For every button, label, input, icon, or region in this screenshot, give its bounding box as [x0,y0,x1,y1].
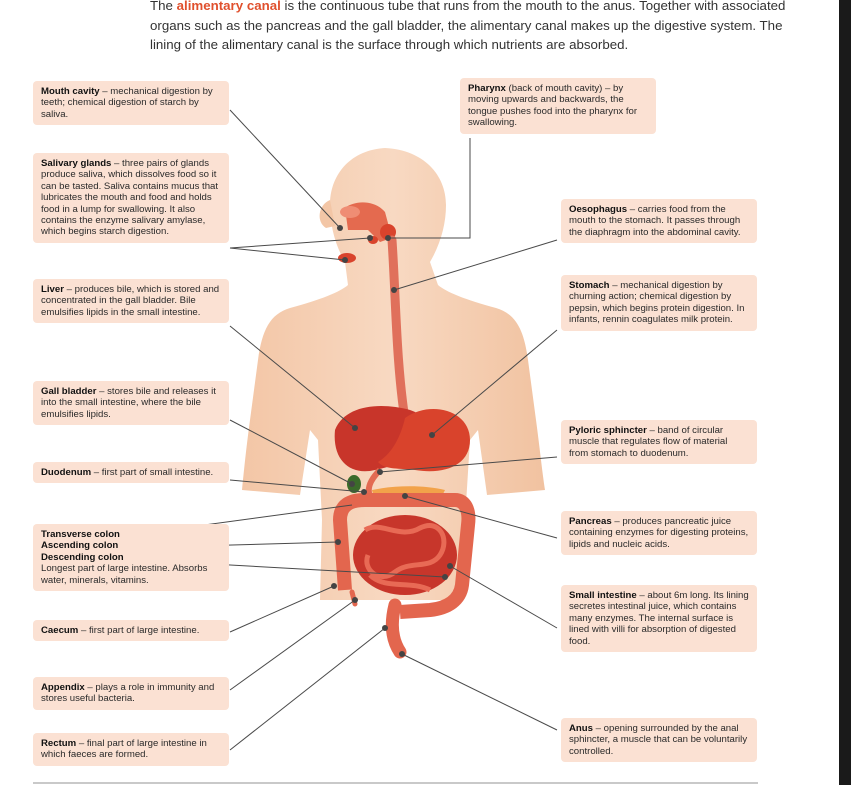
leader-oesophagus [393,239,558,291]
leader-duodenum [229,479,365,493]
leader-anus [401,653,558,731]
label-rectum: Rectum – final part of large intestine i… [33,733,229,766]
bottom-divider [33,782,758,784]
leader-appendix [229,599,356,691]
label-appendix: Appendix – plays a role in immunity and … [33,677,229,710]
oesophagus-tube [387,235,410,425]
window-edge-bar [839,0,851,785]
leader-caecum [229,585,335,633]
leader-salivary-1 [229,237,371,249]
label-mouth-cavity: Mouth cavity – mechanical digestion by t… [33,81,229,126]
intro-after: is the continuous tube that runs from th… [150,0,786,52]
colon-description: Longest part of large intestine. Absorbs… [41,563,208,586]
leader-pyloric [379,456,558,473]
leader-gall-bladder [229,419,353,485]
leader-stomach [431,329,558,436]
intro-paragraph: The alimentary canal is the continuous t… [150,0,790,55]
label-colon: Transverse colon Ascending colon Descend… [33,524,229,592]
label-oesophagus: Oesophagus – carries food from the mouth… [561,199,757,244]
label-small-intestine: Small intestine – about 6m long. Its lin… [561,585,757,653]
label-gall-bladder: Gall bladder – stores bile and releases … [33,381,229,426]
label-duodenum: Duodenum – first part of small intestine… [33,462,229,484]
label-salivary-glands: Salivary glands – three pairs of glands … [33,153,229,243]
small-intestine-coils [353,515,457,595]
term-ascending-colon: Ascending colon [41,540,119,552]
label-liver: Liver – produces bile, which is stored a… [33,279,229,324]
leader-pharynx [388,138,471,239]
leader-salivary-2 [229,247,346,261]
leader-pancreas [404,495,558,539]
leader-lines [122,109,558,751]
leader-dots [331,225,453,657]
label-pancreas: Pancreas – produces pancreatic juice con… [561,511,757,556]
rectum-shape [385,598,407,659]
mouth-pharynx-organs [338,202,396,263]
intro-before: The [150,0,177,13]
large-intestine [333,493,476,619]
intro-keyword: alimentary canal [176,0,281,13]
leader-liver [229,325,356,429]
term-transverse-colon: Transverse colon [41,529,120,540]
leader-rectum [229,627,386,751]
label-pyloric-sphincter: Pyloric sphincter – band of circular mus… [561,420,757,465]
label-pharynx: Pharynx (back of mouth cavity) – by movi… [460,78,656,134]
stomach-shape [378,409,470,472]
leader-mouth [229,109,341,229]
leader-small-intestine [449,565,558,629]
label-anus: Anus – opening surrounded by the anal sp… [561,718,757,763]
label-stomach: Stomach – mechanical digestion by churni… [561,275,757,331]
label-caecum: Caecum – first part of large intestine. [33,620,229,642]
term-descending-colon: Descending colon [41,551,124,563]
